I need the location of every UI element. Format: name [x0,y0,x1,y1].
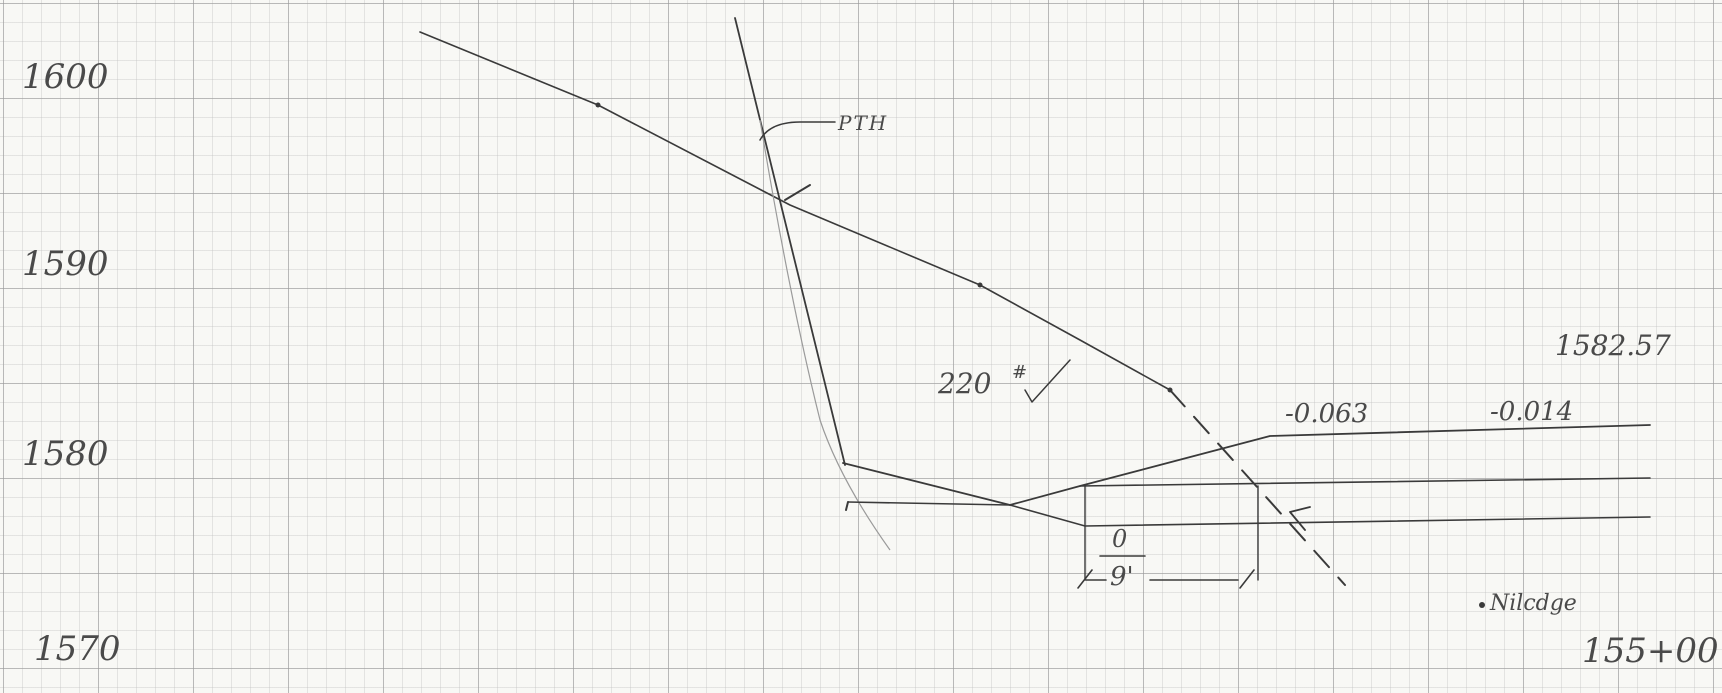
bottom-value-label: 0 [1112,525,1127,553]
faint-trace-line [759,119,891,551]
width-arrow-mark [1289,506,1311,531]
grade-right-label: -0.014 [1490,397,1573,427]
slope-check-mark [1024,359,1071,403]
slope-label: 220 [937,367,991,400]
upper-flow-line [1079,477,1651,487]
elevation-note: 1582.57 [1555,329,1671,362]
existing-ground-line [419,31,1171,391]
width-dimension-line [1077,569,1255,589]
existing-ground-dashed-extension [1169,389,1346,586]
grade-left-label: -0.063 [1285,399,1368,429]
slope-mark: # [1012,362,1027,383]
note-text: Nilcdge [1489,591,1577,616]
ground-point [977,282,983,288]
note-bullet [1479,602,1485,608]
pth-leader-line [759,121,836,141]
lower-flow-line [1084,516,1651,527]
ground-point [595,102,601,108]
elevation-label-1590: 1590 [22,244,109,284]
pth-tick-mark [784,184,811,201]
station-label: 155+00 [1582,631,1719,671]
toe-tick [845,501,849,511]
bottom-width-label: 9' [1110,562,1134,592]
elevation-label-1580: 1580 [22,434,109,474]
channel-bottom-line-right [1009,504,1086,527]
proposed-profile-line [842,424,1651,506]
elevation-label-1600: 1600 [22,57,109,97]
cut-slope-line [734,17,846,466]
pth-label: PTH [837,111,888,135]
channel-bottom-line [847,501,1011,506]
elevation-label-1570: 1570 [34,629,121,669]
ground-point [1167,387,1173,393]
